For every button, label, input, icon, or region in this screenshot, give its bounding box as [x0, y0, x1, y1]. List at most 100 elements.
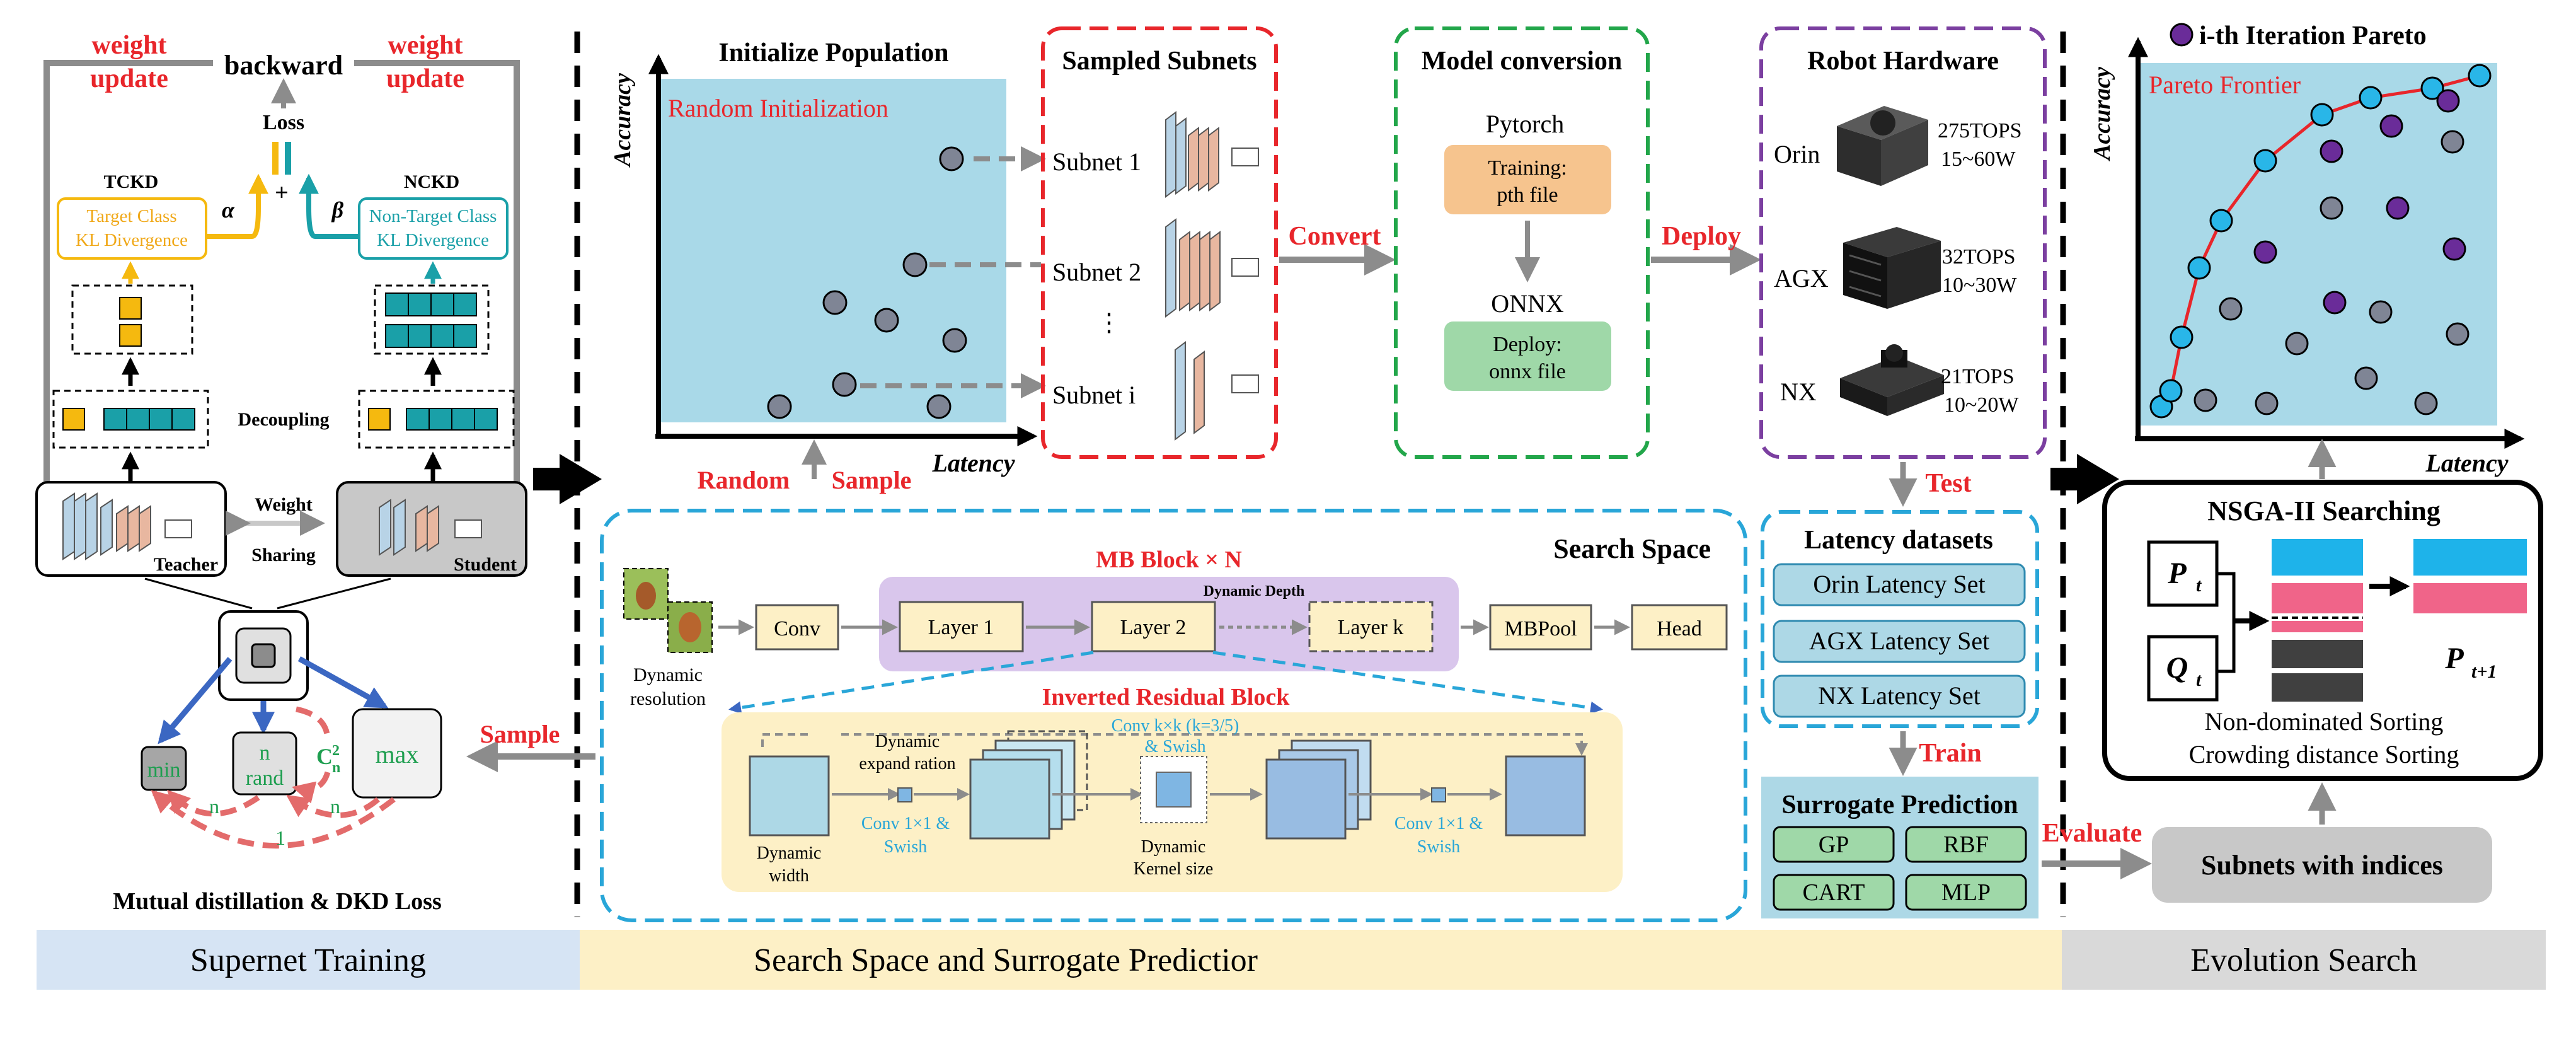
dynamic-resolution-images	[623, 568, 713, 653]
orin-watts: 15~60W	[1941, 148, 2016, 171]
max-node	[352, 708, 442, 799]
nx-watts: 10~20W	[1944, 393, 2019, 417]
pareto-x-label: Latency	[2425, 449, 2508, 477]
target-logit-2	[119, 324, 142, 347]
nsga-title: NSGA-II Searching	[2207, 495, 2441, 526]
loss-bar-tckd	[272, 142, 279, 175]
p-next-label: P	[2444, 642, 2464, 675]
pareto-dominated-points	[2194, 130, 2470, 415]
stage-label-evolution: Evolution Search	[2190, 942, 2417, 978]
student-label: Student	[454, 554, 517, 575]
combination-c: C	[316, 744, 333, 769]
alpha-arrow	[202, 173, 268, 239]
conv-node-label: Conv	[774, 617, 820, 640]
population-panel: Initialize Population Accuracy Latency R…	[609, 38, 1046, 494]
population-title: Initialize Population	[718, 38, 948, 67]
supernet-training-panel: backward weight update weight update Los…	[35, 31, 595, 915]
population-y-label: Accuracy	[609, 73, 636, 168]
student-logits-box	[358, 390, 515, 449]
convkxk-line1: Conv k×k (k=3/5)	[1112, 716, 1239, 736]
sample-label: Sample	[480, 720, 560, 748]
q-t-sub: t	[2196, 669, 2202, 690]
rbf-label: RBF	[1943, 831, 1989, 858]
max-to-min-arc	[151, 790, 396, 848]
training-line2: pth file	[1497, 183, 1558, 207]
mbpool-label: MBPool	[1504, 617, 1577, 640]
model-conversion-box	[1394, 26, 1650, 459]
convert-label: Convert	[1289, 222, 1381, 251]
p-t-box	[2147, 540, 2219, 607]
pareto-legend-marker	[2170, 23, 2194, 47]
stage-arrow-right	[2050, 454, 2119, 504]
dynamic-width-1: Dynamic	[757, 843, 822, 863]
sampled-subnets-title: Sampled Subnets	[1062, 47, 1256, 76]
rand-to-min-arc	[166, 789, 260, 817]
backward-line-right	[354, 60, 520, 485]
sort-label-2: Crowding distance Sorting	[2189, 740, 2459, 768]
arc-n-1: n	[209, 795, 219, 818]
to-max-arrow	[297, 656, 389, 709]
search-space-panel: Search Space MB Block × N Dynamic resolu…	[600, 509, 1747, 922]
training-box	[1444, 145, 1611, 214]
weight-update-left-2: update	[90, 64, 168, 93]
conv1x1-a-line2: Swish	[884, 837, 927, 857]
tckd-box	[57, 197, 207, 260]
mb-block-label: MB Block × N	[1096, 547, 1242, 573]
subnet-label-ellipsis: ⋮	[1096, 308, 1122, 337]
dynamic-resolution-1: Dynamic	[633, 664, 703, 685]
train-label: Train	[1919, 739, 1982, 768]
nx-device-icon	[1840, 344, 1944, 416]
stage-label-search-space: Search Space and Surrogate Predictior	[754, 942, 1258, 978]
rand-node	[232, 731, 297, 796]
expand-ratio-2: expand ration	[859, 754, 955, 773]
pair-arc-bottom	[292, 771, 331, 804]
onnx-label: ONNX	[1491, 289, 1564, 318]
expand-left-line	[728, 651, 1094, 714]
stage-bands: Supernet Training Search Space and Surro…	[37, 930, 2546, 990]
student-logits	[368, 408, 498, 431]
nckd-box-line1: Non-Target Class	[369, 206, 497, 226]
to-min-arrow	[158, 657, 233, 744]
subnets-indices-box	[2152, 827, 2492, 903]
teacher-logits	[62, 408, 195, 431]
deploy-label: Deploy	[1662, 222, 1741, 251]
population-x-label: Latency	[931, 449, 1015, 477]
p-t-label: P	[2167, 557, 2187, 590]
stage-label-supernet: Supernet Training	[190, 942, 426, 978]
mlp-model	[1905, 874, 2027, 911]
conv1x1-a-line1: Conv 1×1 &	[861, 814, 950, 833]
plus-sign: +	[275, 180, 289, 206]
layer2-label: Layer 2	[1120, 616, 1187, 639]
dynamic-width-2: width	[769, 866, 809, 886]
student-layers	[379, 499, 482, 556]
dynamic-resolution-2: resolution	[630, 688, 706, 709]
nx-label: NX	[1780, 378, 1817, 406]
ir-block-title: Inverted Residual Block	[1042, 684, 1291, 710]
subnet-i-icon	[1175, 341, 1259, 441]
layer1-node	[899, 601, 1024, 652]
pair-arc-top	[296, 706, 331, 741]
population-plot-area	[660, 79, 1006, 422]
nx-latency-set-label: NX Latency Set	[1818, 681, 1981, 710]
sampled-subnets-box	[1041, 26, 1278, 459]
head-label: Head	[1657, 617, 1702, 640]
min-node	[141, 746, 187, 791]
rand-label: rand	[246, 767, 284, 790]
weight-update-right-2: update	[386, 64, 464, 93]
test-label: Test	[1925, 469, 1971, 498]
layer2-node	[1091, 601, 1216, 652]
pareto-legend-label: i-th Iteration Pareto	[2199, 21, 2427, 50]
backward-line-left	[43, 60, 213, 485]
dynamic-depth-label: Dynamic Depth	[1204, 583, 1305, 599]
loss-bar-nckd	[285, 142, 291, 175]
orin-label: Orin	[1774, 140, 1820, 168]
agx-latency-set	[1773, 620, 2026, 663]
random-label: Random	[698, 466, 790, 494]
robot-hardware-title: Robot Hardware	[1807, 47, 1999, 76]
surrogate-panel: Surrogate Prediction GP RBF CART MLP	[1761, 777, 2038, 918]
orin-device-icon	[1837, 106, 1928, 186]
next-population-selected	[2413, 583, 2527, 613]
loss-label: Loss	[263, 111, 304, 134]
layerk-label: Layer k	[1338, 616, 1404, 639]
